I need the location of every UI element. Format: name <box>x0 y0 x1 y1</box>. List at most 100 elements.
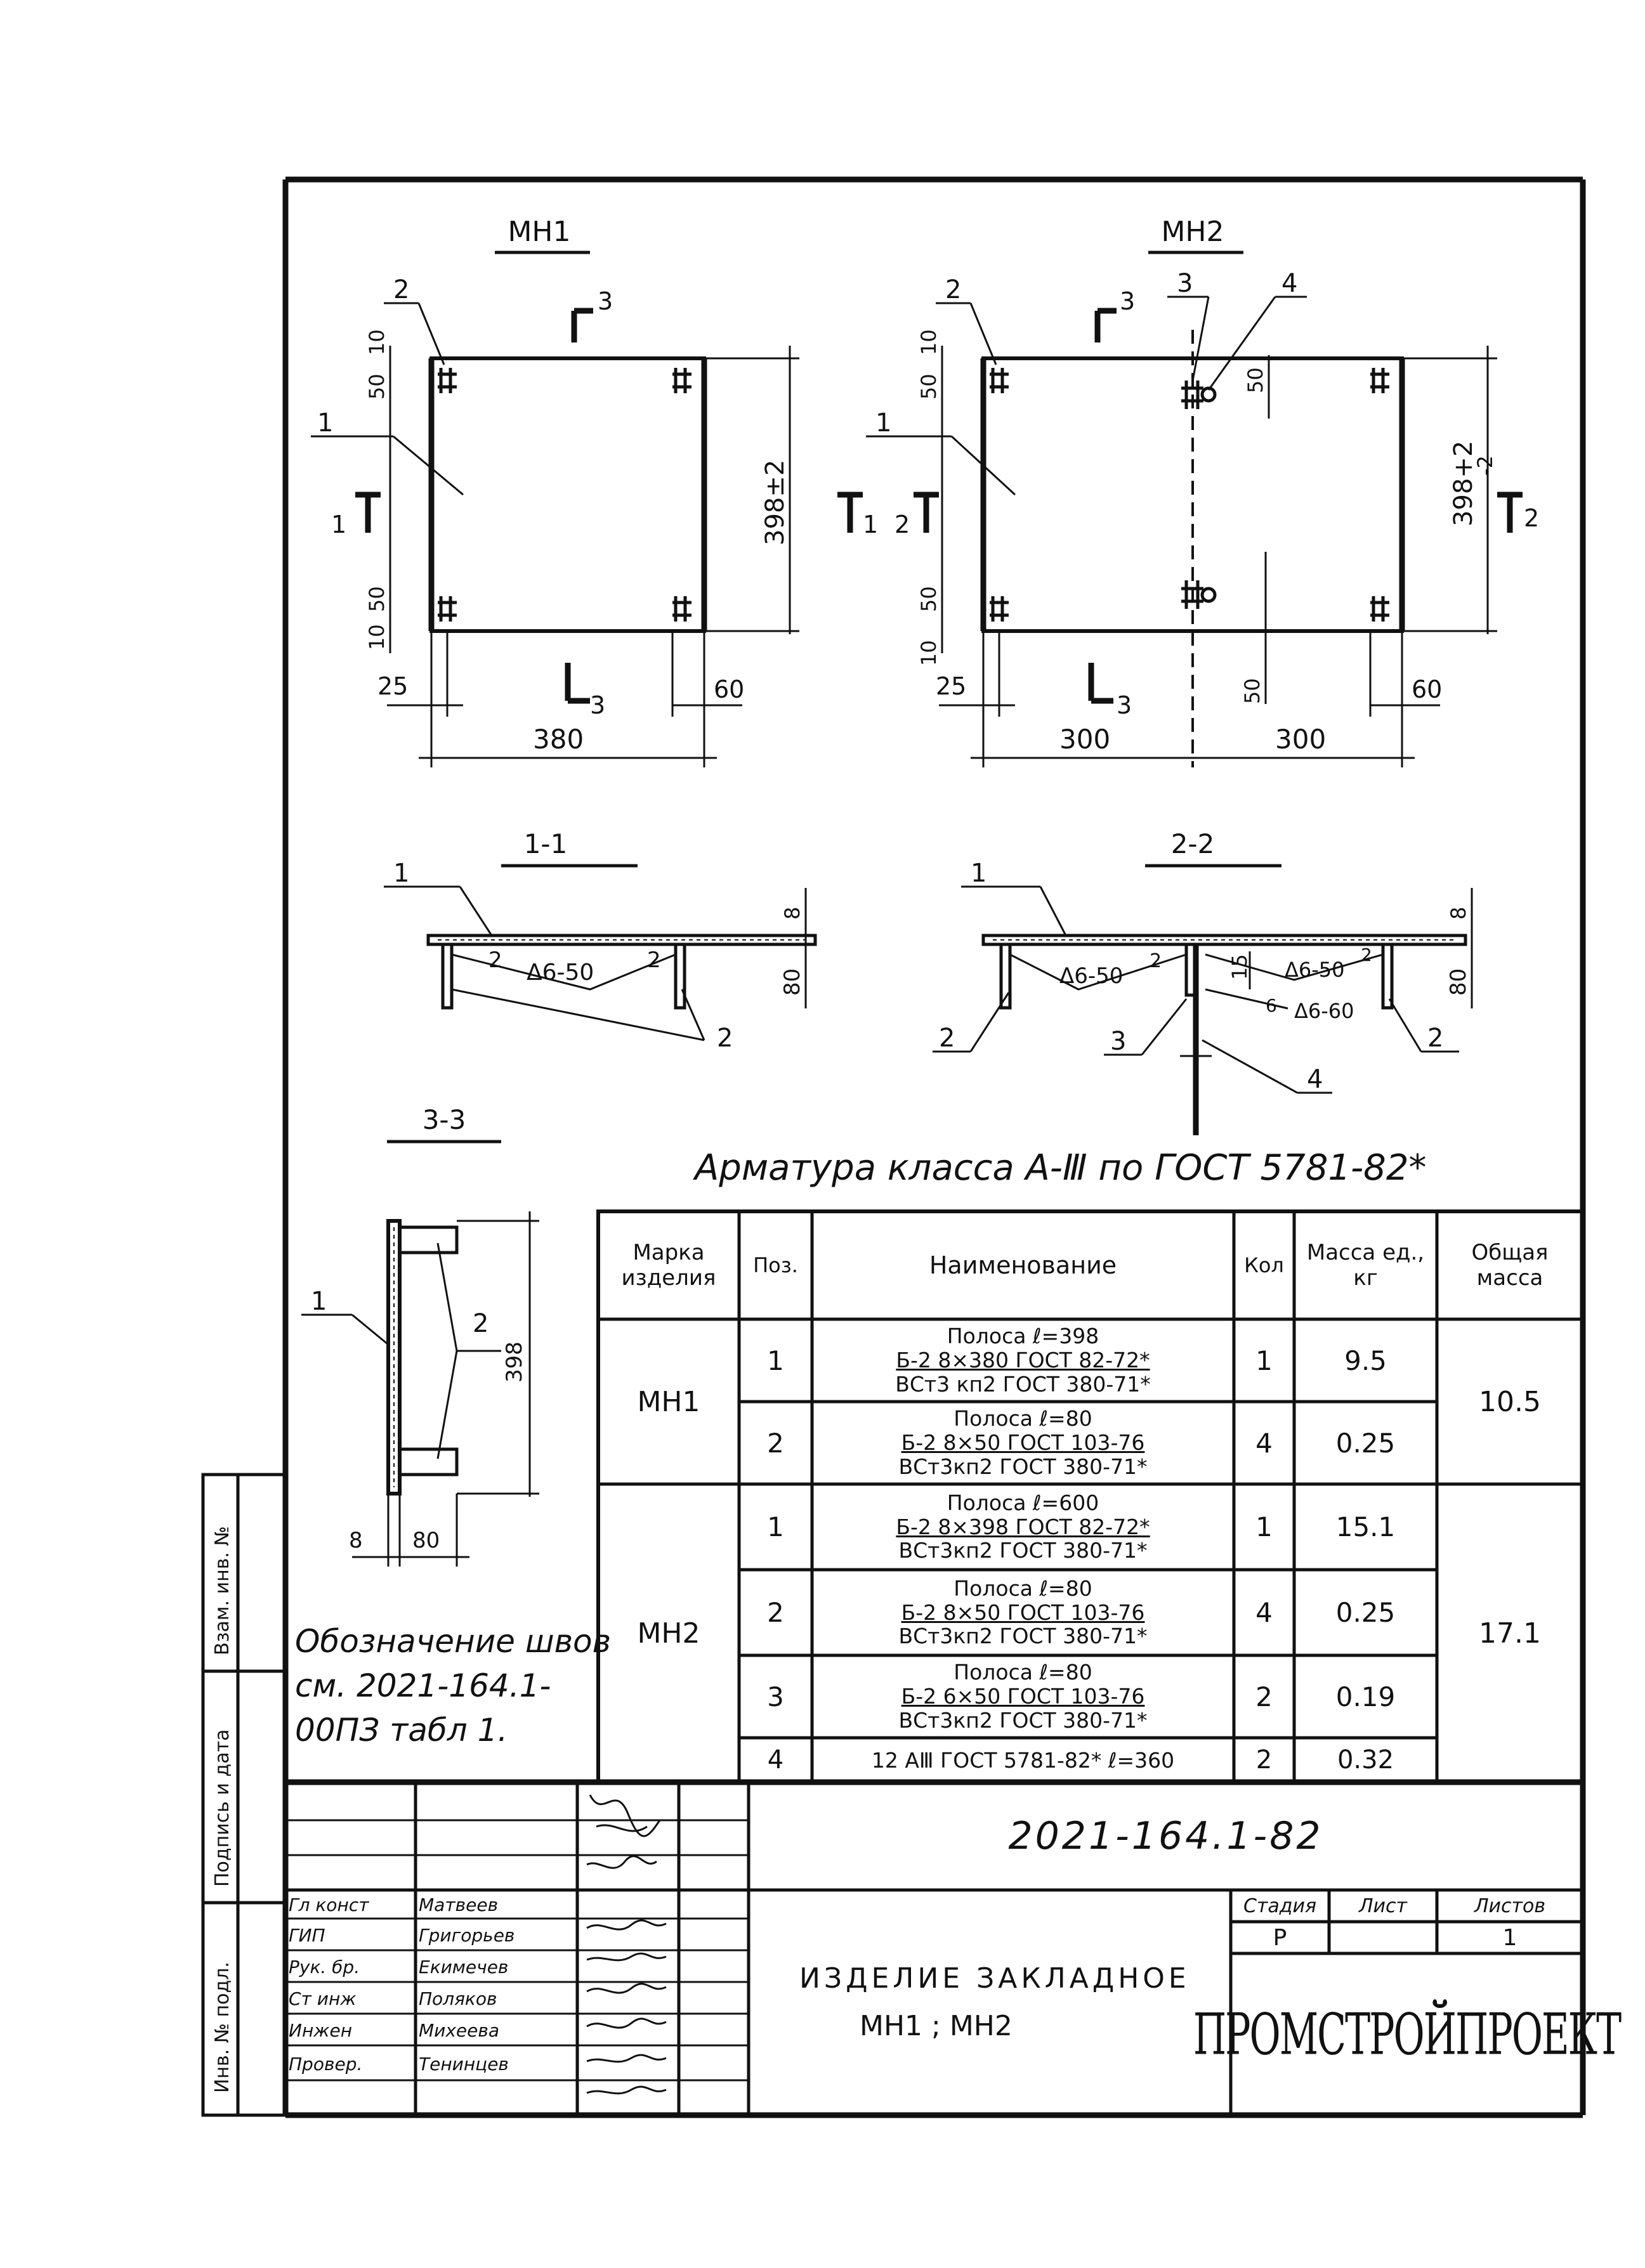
table-row-name: Полоса ℓ=398 Б-2 8×380 ГОСТ 82-72* ВСт3 … <box>895 1324 1151 1397</box>
section-2-2-weld-right: Δ6-50 <box>1285 958 1345 982</box>
stage-value: Р <box>1273 1925 1287 1951</box>
table-row-qty: 2 <box>1255 1745 1273 1775</box>
signature-name: Михеева <box>419 2019 500 2041</box>
table-row-name: Полоса ℓ=80 Б-2 8×50 ГОСТ 103-76 ВСт3кп2… <box>898 1406 1148 1479</box>
anchor-marks-mn2 <box>990 368 1389 622</box>
table-row-name: Полоса ℓ=80 Б-2 6×50 ГОСТ 103-76 ВСт3кп2… <box>898 1660 1148 1733</box>
svg-text:8: 8 <box>780 907 804 920</box>
table-row-mass: 0.25 <box>1335 1427 1396 1459</box>
anchor-marks-mn1 <box>438 368 691 622</box>
section-2-2-weld-left: Δ6-50 <box>1059 963 1123 989</box>
svg-text:60: 60 <box>1412 675 1442 703</box>
svg-text:50: 50 <box>1240 678 1264 704</box>
plan-mn2-height-dim: 398+2 <box>1449 441 1478 526</box>
signature-name: Матвеев <box>419 1894 499 1915</box>
signature-name: Екимечев <box>419 1956 509 1978</box>
sheet-label: Лист <box>1358 1895 1408 1917</box>
svg-text:60: 60 <box>714 675 744 703</box>
svg-text:3: 3 <box>1117 691 1132 719</box>
item-marks: МН1 ; МН2 <box>860 2009 1013 2042</box>
weld-designation-note: Обозначение швов см. 2021-164.1- 00ПЗ та… <box>295 1623 611 1749</box>
table-row-qty: 4 <box>1255 1427 1273 1459</box>
svg-text:2: 2 <box>895 511 910 538</box>
svg-text:3: 3 <box>598 287 613 315</box>
table-row-name: 12 АⅢ ГОСТ 5781-82* ℓ=360 <box>871 1747 1175 1773</box>
stage-label: Стадия <box>1243 1895 1317 1917</box>
section-1-1-weld: Δ6-50 <box>527 960 594 986</box>
signature-role: Провер. <box>289 2054 363 2075</box>
group-total-mn1: 10.5 <box>1479 1385 1541 1418</box>
sheets-label: Листов <box>1474 1895 1546 1917</box>
svg-text:3: 3 <box>590 691 605 719</box>
svg-text:80: 80 <box>780 968 805 996</box>
plan-mn1-pos-1: 1 <box>317 408 333 438</box>
svg-text:10: 10 <box>365 329 389 355</box>
svg-text:00ПЗ табл 1.: 00ПЗ табл 1. <box>295 1712 508 1749</box>
table-row-name: Полоса ℓ=80 Б-2 8×50 ГОСТ 103-76 ВСт3кп2… <box>898 1575 1148 1649</box>
header-total-mass: Общая масса <box>1471 1240 1549 1291</box>
svg-text:3: 3 <box>1120 287 1135 315</box>
signature-role: ГИП <box>289 1924 325 1946</box>
section-1-1-title: 1-1 <box>524 828 568 859</box>
plan-mn2: МН2 2 1 3 4 3 <box>866 216 1539 767</box>
table-row-pos: 1 <box>767 1345 784 1376</box>
table-row-pos: 2 <box>767 1427 784 1459</box>
table-row-mass: 0.32 <box>1337 1745 1394 1775</box>
svg-text:Обозначение швов: Обозначение швов <box>295 1623 611 1660</box>
svg-text:2: 2 <box>1150 950 1162 972</box>
header-name: Наименование <box>929 1251 1117 1279</box>
group-mark-mn2: МН2 <box>637 1617 700 1650</box>
svg-text:2: 2 <box>1427 1024 1443 1053</box>
svg-text:50: 50 <box>917 374 941 400</box>
svg-text:25: 25 <box>377 672 408 700</box>
signature-role: Гл конст <box>289 1894 369 1915</box>
signature-name: Поляков <box>419 1988 497 2009</box>
document-code: 2021-164.1-82 <box>1008 1814 1323 1858</box>
svg-text:1: 1 <box>393 859 409 888</box>
svg-text:2: 2 <box>939 1024 955 1053</box>
svg-text:2: 2 <box>488 948 502 973</box>
table-row-mass: 0.19 <box>1335 1681 1396 1712</box>
group-mark-mn1: МН1 <box>637 1385 700 1418</box>
section-2-2: 2-2 1 Δ6-50 2 Δ6-50 2 Δ6-60 6 15 2 2 3 4 <box>933 828 1473 1135</box>
svg-text:25: 25 <box>936 672 966 700</box>
section-2-2-title: 2-2 <box>1171 828 1215 859</box>
svg-text:-2: -2 <box>1473 455 1497 476</box>
margin-stamp-inv-no: Инв. № подл. <box>211 1962 233 2093</box>
plan-mn1: МН1 2 1 3 1 1 3 10 <box>311 216 878 767</box>
table-row-mass: 0.25 <box>1335 1597 1396 1628</box>
table-row-qty: 4 <box>1255 1597 1273 1628</box>
plate-mn1 <box>429 356 706 633</box>
table-row-pos: 4 <box>767 1745 784 1775</box>
svg-text:1: 1 <box>863 511 878 538</box>
svg-text:2: 2 <box>1524 504 1539 532</box>
svg-text:3: 3 <box>1177 269 1193 298</box>
plan-mn1-width-dim: 380 <box>533 724 584 755</box>
section-1-1: 1-1 1 2 2 Δ6-50 2 8 80 <box>384 828 817 1053</box>
signature-name: Григорьев <box>419 1924 515 1946</box>
table-row-pos: 1 <box>767 1511 784 1542</box>
svg-text:10: 10 <box>917 640 941 666</box>
table-row-qty: 1 <box>1255 1345 1273 1376</box>
header-mark: Марка изделия <box>621 1240 716 1291</box>
item-name: Изделие закладное <box>799 1962 1190 1995</box>
svg-text:2: 2 <box>647 948 661 973</box>
signature-scribbles <box>586 1794 667 2095</box>
svg-text:4: 4 <box>1281 269 1297 298</box>
table-row-pos: 2 <box>767 1597 784 1628</box>
signature-role: Инжен <box>289 2019 353 2041</box>
svg-text:15: 15 <box>1228 954 1252 980</box>
svg-text:8: 8 <box>349 1528 363 1553</box>
header-pos: Поз. <box>753 1253 798 1277</box>
reinforcement-note: Арматура класса А-Ⅲ по ГОСТ 5781-82* <box>693 1147 1426 1189</box>
svg-text:4: 4 <box>1307 1065 1323 1094</box>
section-3-3: 3-3 1 2 398 8 80 <box>301 1104 539 1567</box>
table-row-pos: 3 <box>767 1681 784 1712</box>
svg-text:80: 80 <box>1446 968 1471 996</box>
group-total-mn2: 17.1 <box>1479 1617 1541 1650</box>
header-unit-mass: Масса ед., кг <box>1306 1240 1425 1291</box>
section-3-3-title: 3-3 <box>423 1104 466 1135</box>
plan-mn1-title: МН1 <box>508 216 570 248</box>
svg-text:10: 10 <box>365 624 389 650</box>
